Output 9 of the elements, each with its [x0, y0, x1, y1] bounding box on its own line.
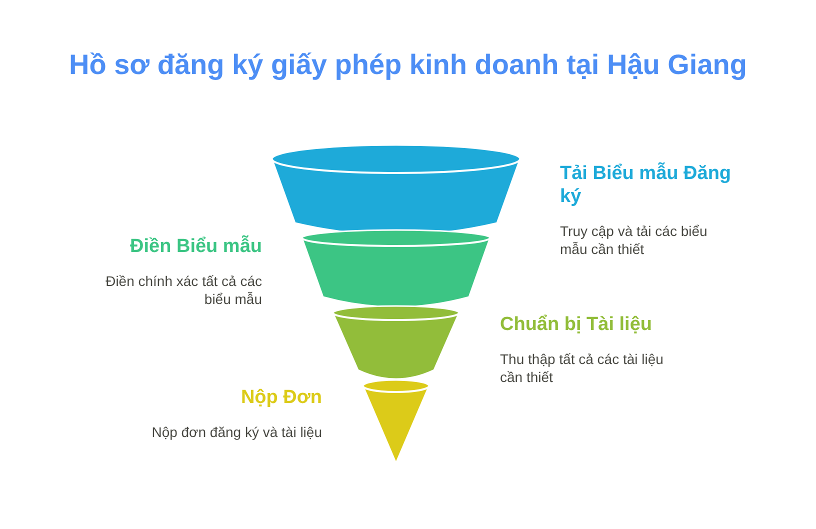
step-description: Nộp đơn đăng ký và tài liệu	[152, 423, 322, 441]
step-heading: Chuẩn bị Tài liệu	[500, 313, 652, 336]
step-heading: Điền Biểu mẫu	[130, 235, 262, 258]
step-description: Điền chính xác tất cả các biểu mẫu	[104, 272, 262, 308]
step-heading: Nộp Đơn	[240, 386, 322, 409]
step-description: Thu thập tất cả các tài liệu cần thiết	[500, 350, 664, 386]
step-heading: Tải Biểu mẫu Đăng ký	[560, 162, 732, 208]
step-description: Truy cập và tải các biểu mẫu cần thiết	[560, 222, 708, 258]
diagram-title: Hồ sơ đăng ký giấy phép kinh doanh tại Hậu Giang	[69, 48, 747, 82]
